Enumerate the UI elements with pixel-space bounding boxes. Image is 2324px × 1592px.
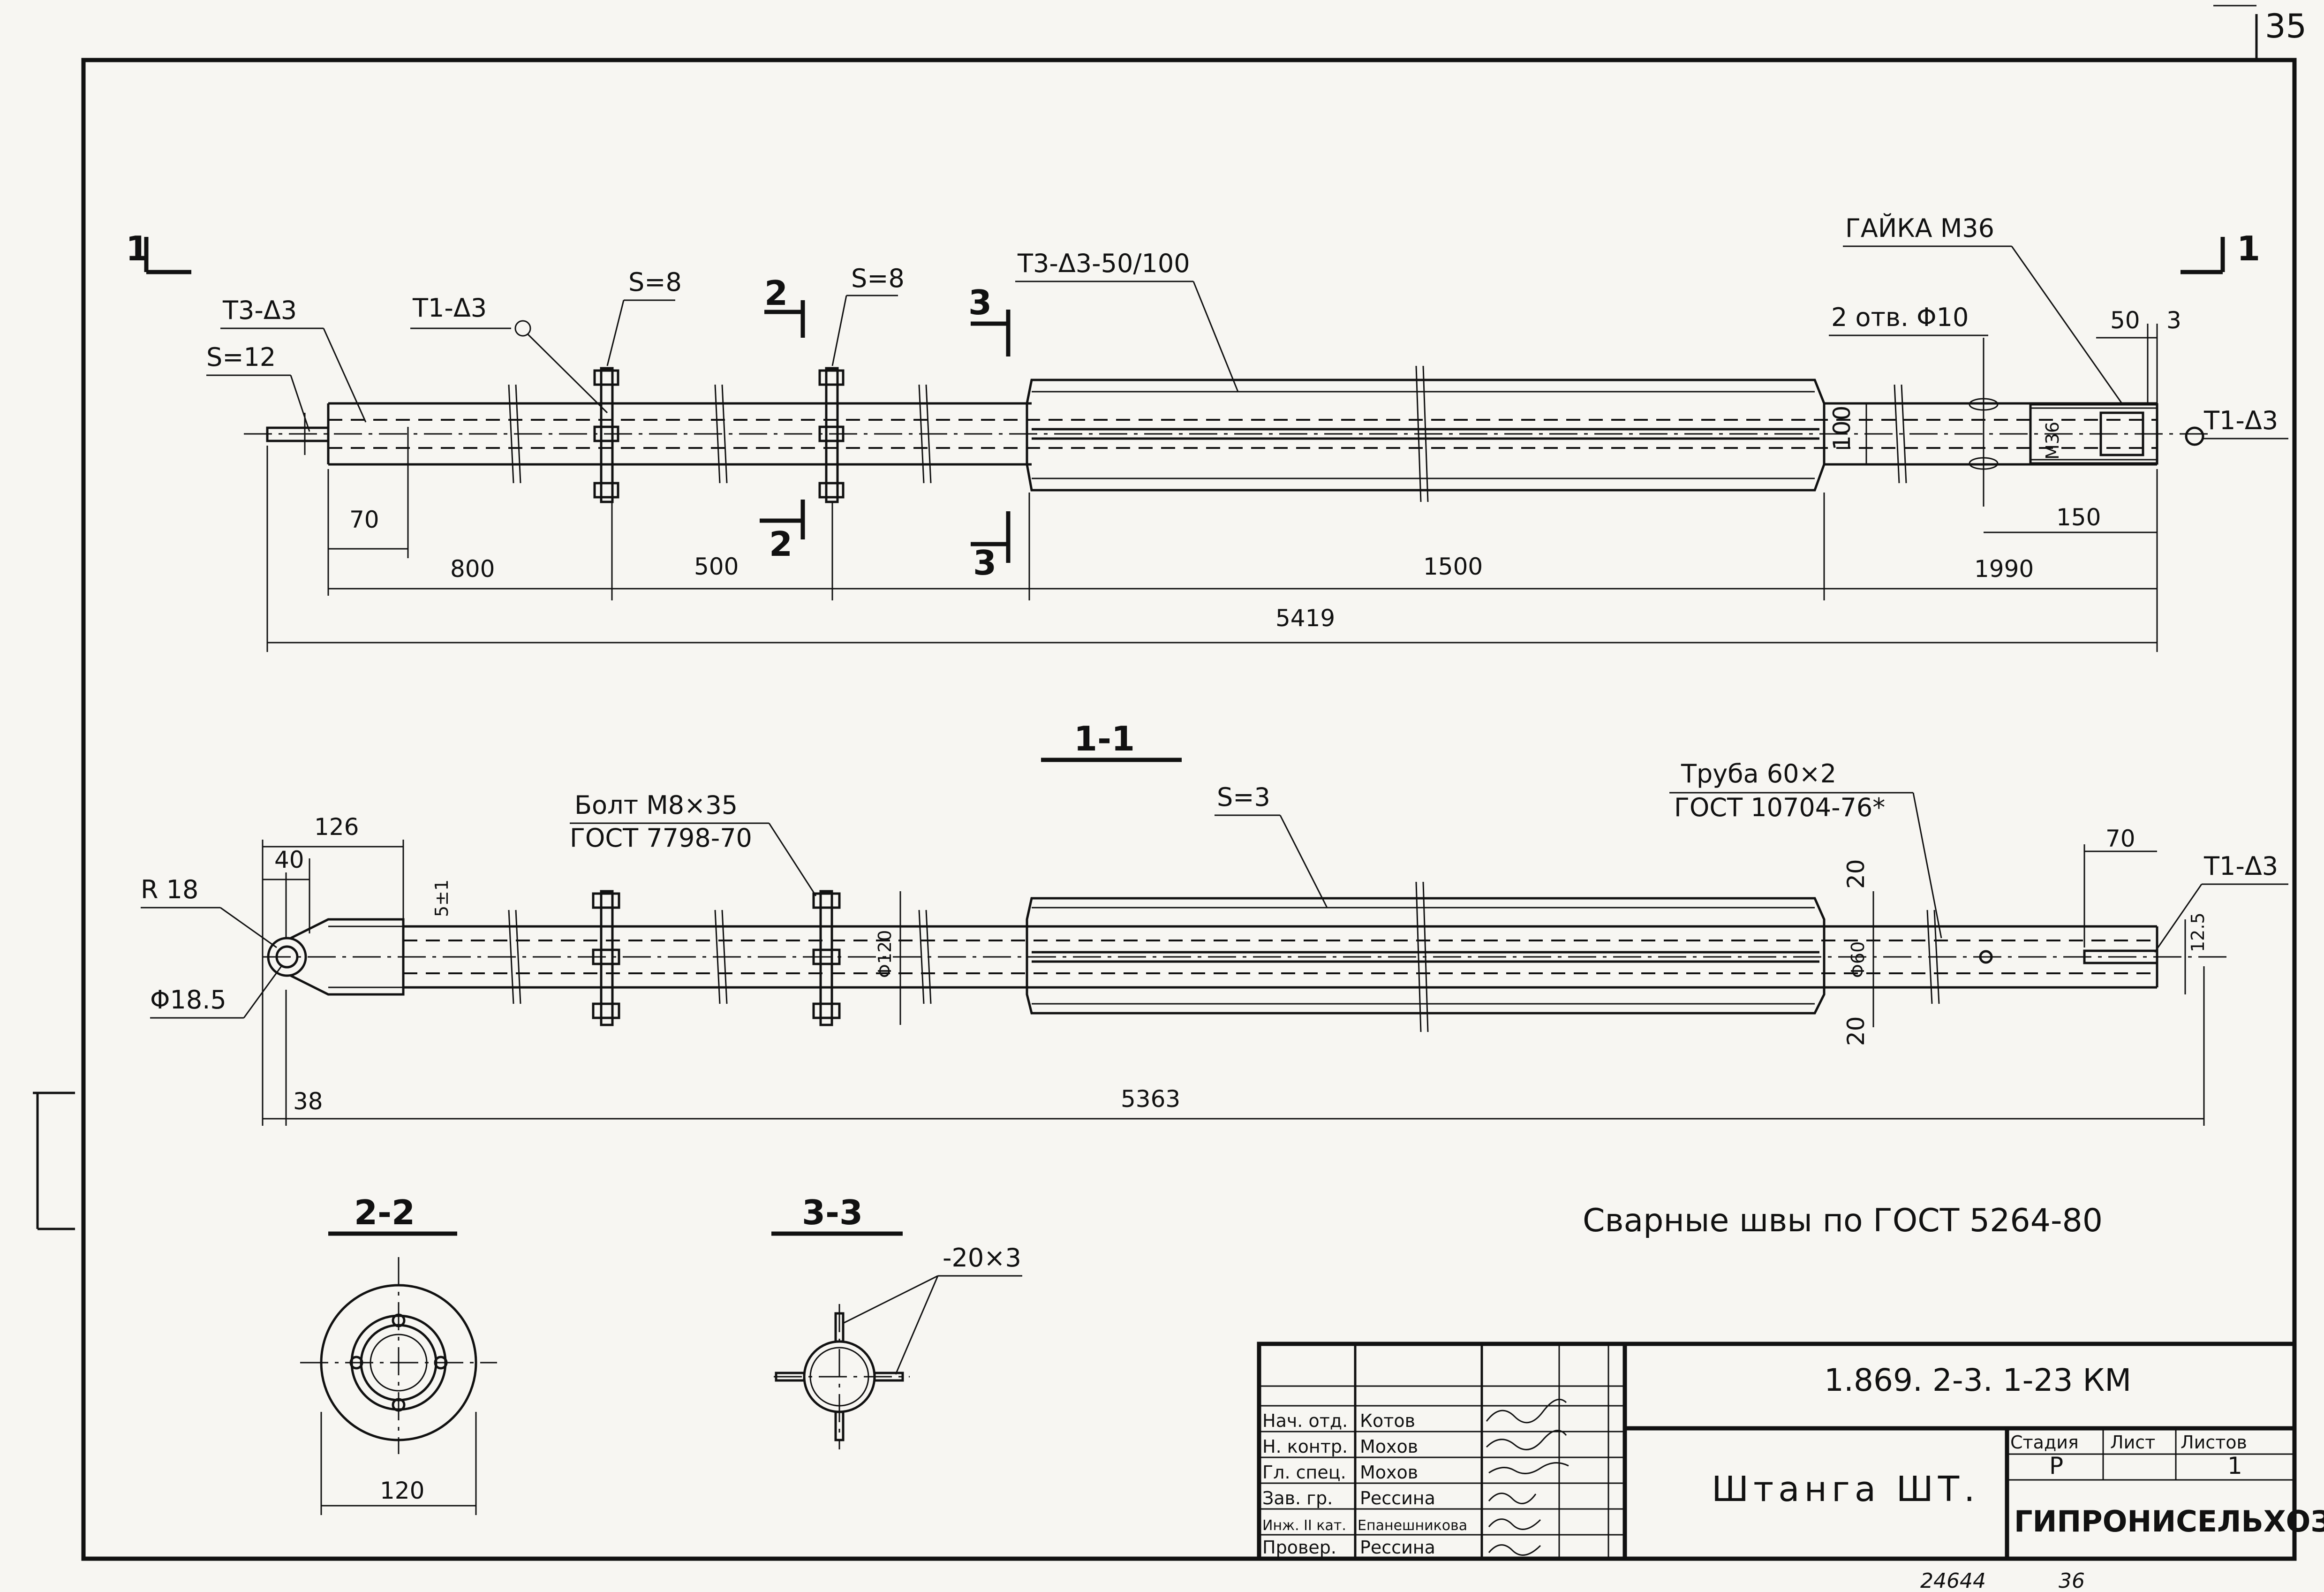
stage-value: Р [2049,1452,2063,1479]
name-5: Рессина [1360,1537,1435,1558]
title-block: Нач. отд. Котов Н. контр. Мохов Гл. спец… [1257,1342,2324,1561]
detail-3-3: 3-3 -20×3 [771,1193,1022,1449]
dim-1990: 1990 [1974,555,2034,583]
section-mark-3-bottom: 3 [973,543,996,583]
callout-t1-d3-left: Т1-Δ3 [412,293,487,323]
role-0: Нач. отд. [1262,1410,1348,1431]
dim-1500: 1500 [1423,553,1483,580]
dim-5pm1: 5±1 [431,879,452,917]
callout-phi18-5: Φ18.5 [150,985,226,1015]
callout-bolt: Болт М8×35 [574,790,738,820]
callout-pipe: Труба 60×2 [1681,759,1836,788]
callout-t1-d3-section: Т1-Δ3 [2203,851,2278,881]
role-4: Инж. II кат. [1262,1517,1346,1534]
name-0: Котов [1360,1410,1415,1431]
role-1: Н. контр. [1262,1436,1348,1457]
dim-126: 126 [314,813,359,841]
callout-s12: S=12 [206,342,276,372]
bottom-code-1: 24644 [1920,1569,1986,1592]
callout-nut-m36: ГАЙКА М36 [1845,213,1994,243]
name-2: Мохов [1360,1462,1418,1483]
dim-50: 50 [2110,307,2140,334]
section-mark-3-top: 3 [968,283,992,322]
callout-t3-d3: Т3-Δ3 [222,296,297,325]
dim-500: 500 [694,553,739,580]
callout-holes-phi10: 2 отв. Φ10 [1831,303,1969,332]
sheet-number: 35 [2265,7,2307,45]
dim-70-top: 70 [349,506,379,533]
drawing-title: Штанга ШТ. [1712,1469,1980,1509]
title-section-3-3: 3-3 [802,1193,863,1232]
org-name: ГИПРОНИСЕЛЬХОЗ [2014,1504,2324,1539]
dim-120-detail: 120 [380,1477,424,1504]
section-1-1-view: 1-1 [141,719,2288,1126]
dim-5363: 5363 [1121,1085,1180,1113]
dim-phi60: Φ60 [1848,941,1868,978]
title-section-1-1: 1-1 [1074,719,1135,758]
dim-12-5: 12.5 [2188,912,2208,952]
weld-note: Сварные швы по ГОСТ 5264-80 [1583,1202,2103,1239]
sheets-header: Листов [2181,1432,2247,1453]
name-1: Мохов [1360,1436,1418,1457]
role-2: Гл. спец. [1262,1462,1346,1483]
name-3: Рессина [1360,1488,1435,1509]
callout-20x3: -20×3 [943,1243,1021,1273]
dim-20-bottom: 20 [1842,1016,1870,1046]
callout-r18: R 18 [141,875,198,904]
role-3: Зав. гр. [1262,1488,1333,1509]
dim-20-top: 20 [1842,859,1870,889]
dim-phi120: Φ120 [875,930,895,978]
role-5: Провер. [1262,1537,1336,1558]
callout-t1-d3-right: Т1-Δ3 [2203,406,2278,435]
callout-m36: М36 [2042,422,2063,460]
callout-s8-b: S=8 [851,264,905,293]
callout-bolt-gost: ГОСТ 7798-70 [570,823,752,853]
dim-5419: 5419 [1275,605,1335,632]
dim-38: 38 [293,1088,323,1115]
section-mark-2-top: 2 [764,273,788,313]
callout-s8-a: S=8 [628,267,682,297]
name-4: Епанешникова [1358,1517,1467,1534]
dim-100: 100 [1828,406,1856,450]
sheet-frame [81,58,2297,1561]
signatures [1486,1398,1569,1556]
section-mark-1-right: 1 [2237,229,2260,268]
top-view: 1 1 [126,213,2288,652]
stage-header: Стадия [2010,1432,2079,1453]
sheet-header: Лист [2110,1432,2155,1453]
dim-800: 800 [450,555,495,583]
bottom-code-2: 36 [2059,1569,2085,1592]
dim-70-section: 70 [2105,825,2135,852]
title-section-2-2: 2-2 [354,1193,415,1232]
callout-pipe-gost: ГОСТ 10704-76* [1674,793,1885,822]
dim-3: 3 [2166,307,2181,334]
detail-2-2: 2-2 120 [300,1193,497,1515]
section-mark-2-bottom: 2 [769,524,792,564]
sheets-value: 1 [2227,1452,2242,1479]
dim-40: 40 [274,846,304,873]
dim-150: 150 [2056,504,2101,531]
callout-t3-d3-50-100: Т3-Δ3-50/100 [1017,249,1190,278]
callout-s3: S=3 [1217,782,1270,812]
drawing-code: 1.869. 2-3. 1-23 КМ [1824,1362,2131,1398]
